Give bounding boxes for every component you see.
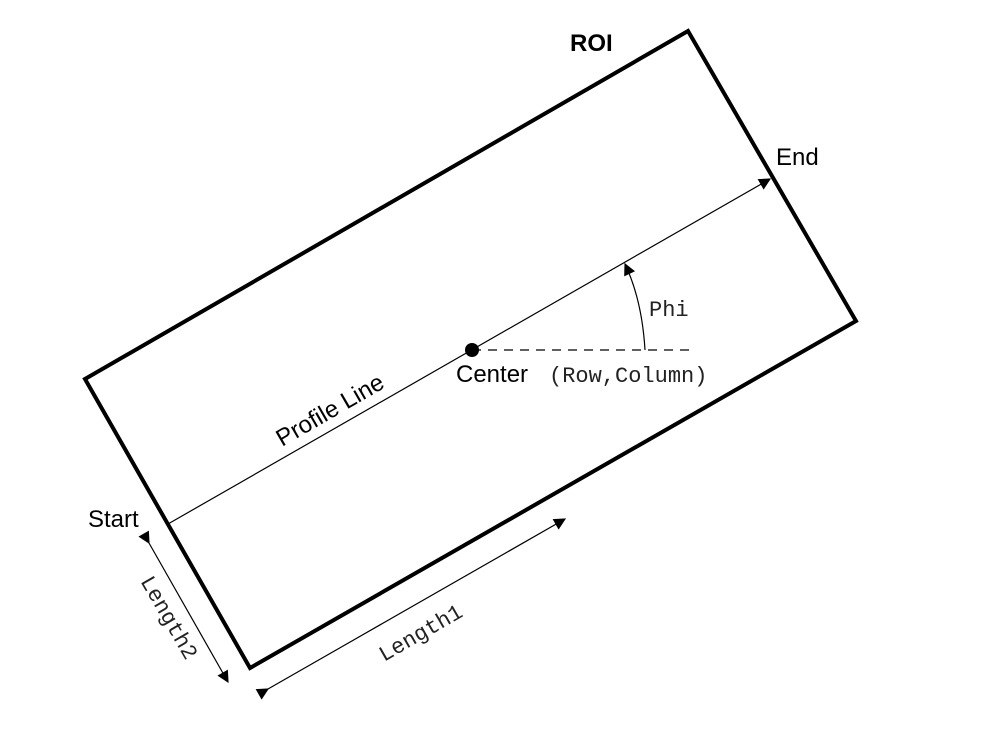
phi-angle-arc: [624, 262, 646, 351]
center-point: [465, 343, 479, 357]
center-coords-label: (Row,Column): [549, 364, 707, 389]
profile-line-label: Profile Line: [272, 369, 389, 452]
end-label: End: [776, 144, 819, 171]
length1-arrow: [255, 518, 567, 700]
center-label: Center: [456, 361, 528, 388]
roi-label: ROI: [570, 30, 613, 57]
length2-arrow: [138, 530, 229, 684]
length1-label: Length1: [375, 600, 468, 668]
phi-label: Phi: [649, 298, 689, 323]
start-label: Start: [88, 506, 139, 533]
